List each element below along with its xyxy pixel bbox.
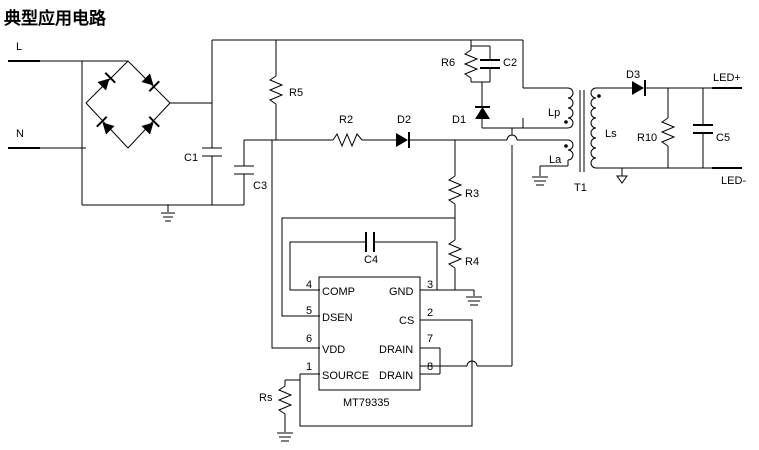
- label-r2: R2: [339, 114, 353, 126]
- label-r10: R10: [637, 132, 657, 144]
- ac-input: L N: [8, 41, 128, 205]
- pin-num-6: 6: [306, 333, 312, 345]
- aux-supply: R2 D2: [276, 114, 555, 148]
- label-rs: Rs: [259, 392, 273, 404]
- drain-net: [420, 118, 524, 374]
- ic-ground: [440, 289, 482, 306]
- bulk-capacitors: C1 C3: [82, 40, 276, 222]
- bridge-rectifier: [85, 60, 212, 149]
- pin-drain-7: DRAIN: [379, 344, 413, 356]
- label-ls: Ls: [605, 128, 617, 140]
- label-d2: D2: [397, 114, 411, 126]
- label-r3: R3: [465, 188, 479, 200]
- pin-num-3: 3: [427, 279, 433, 291]
- pin-source: SOURCE: [322, 370, 369, 382]
- pin-cs: CS: [399, 315, 414, 327]
- pin-comp: COMP: [322, 286, 355, 298]
- pin-num-8: 8: [427, 361, 433, 373]
- label-r6: R6: [441, 57, 455, 69]
- label-t1: T1: [574, 182, 587, 194]
- pin-gnd: GND: [389, 286, 414, 298]
- controller-ic: 4 COMP 5 DSEN 6 VDD 1 SOURCE 3 GND 2 CS …: [300, 276, 440, 409]
- label-led-pos: LED+: [713, 72, 741, 84]
- transformer-t1: Lp La Ls T1: [522, 40, 628, 194]
- input-label-n: N: [16, 128, 24, 140]
- pin-dsen: DSEN: [322, 312, 353, 324]
- label-led-neg: LED-: [721, 175, 746, 187]
- label-c2: C2: [503, 57, 517, 69]
- label-r5: R5: [289, 87, 303, 99]
- sense-resistor: Rs: [259, 374, 301, 442]
- input-label-l: L: [16, 41, 22, 53]
- label-c1: C1: [184, 152, 198, 164]
- pin-num-2: 2: [427, 307, 433, 319]
- cs-wire: [299, 319, 473, 427]
- label-r4: R4: [465, 256, 479, 268]
- pin-num-1: 1: [306, 361, 312, 373]
- resistor-r5: R5: [268, 40, 303, 140]
- page-title: 典型应用电路: [4, 9, 106, 29]
- pin-num-7: 7: [427, 333, 433, 345]
- label-la: La: [549, 154, 562, 166]
- pin-vdd: VDD: [322, 344, 345, 356]
- pin-drain-8: DRAIN: [379, 370, 413, 382]
- label-d3: D3: [626, 69, 640, 81]
- label-c4: C4: [364, 254, 378, 266]
- pin-num-5: 5: [306, 305, 312, 317]
- label-c3: C3: [253, 180, 267, 192]
- output-stage: D3 R10 C5 LED+ LED-: [622, 69, 746, 187]
- dsen-wire: [281, 217, 455, 317]
- pin-num-4: 4: [306, 279, 312, 291]
- label-lp: Lp: [548, 107, 560, 119]
- ic-name: MT79335: [343, 397, 389, 409]
- feedback-divider: R3 R4: [447, 140, 479, 290]
- vdd-wire: [271, 139, 320, 349]
- label-c5: C5: [716, 132, 730, 144]
- snubber: R6 C2 D1: [441, 40, 517, 129]
- label-d1: D1: [452, 114, 466, 126]
